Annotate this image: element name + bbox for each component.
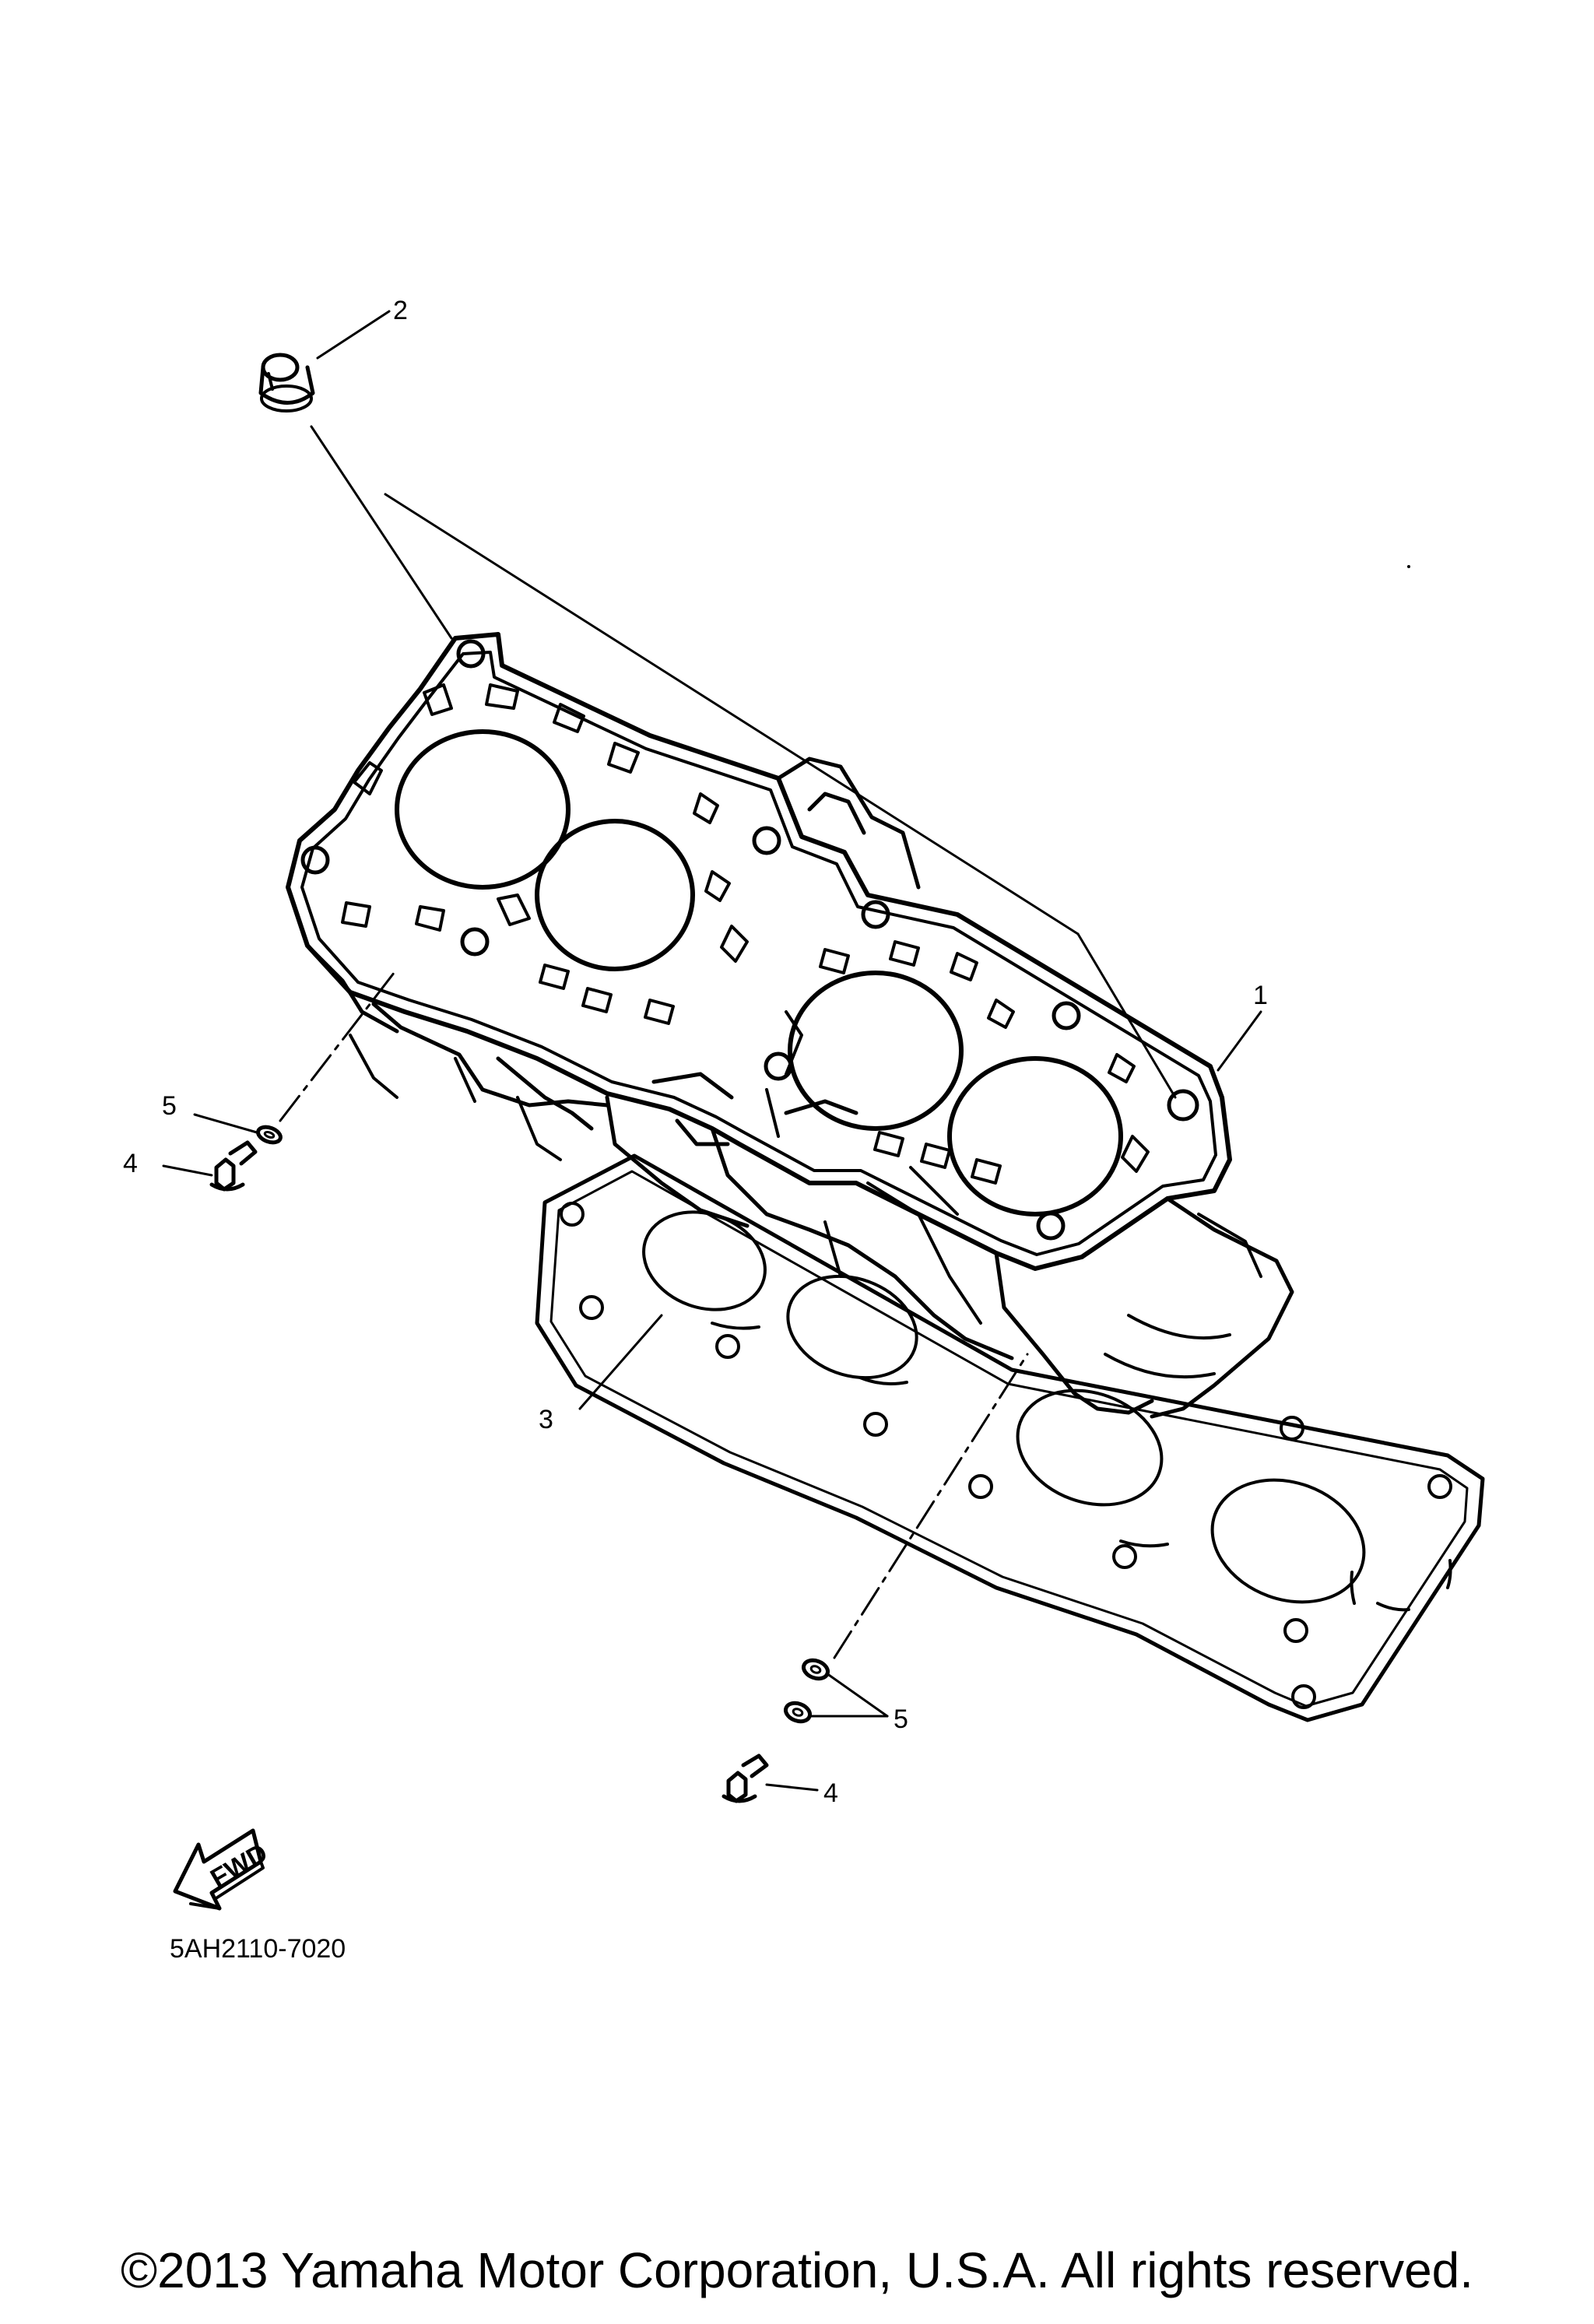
callout-5-right: 5 <box>894 1704 908 1734</box>
bolt-left <box>209 1140 258 1192</box>
fwd-arrow-icon: FWD <box>173 1828 272 1911</box>
o-ring-right-lower <box>784 1701 812 1724</box>
bolt-right <box>722 1754 769 1803</box>
cylinder-gasket <box>535 1153 1485 1722</box>
o-ring-left <box>256 1125 283 1145</box>
callout-1: 1 <box>1253 981 1268 1010</box>
leader-lines <box>162 310 1410 1792</box>
callout-3: 3 <box>539 1405 553 1434</box>
callout-4-right: 4 <box>823 1778 838 1808</box>
cylinder-block <box>286 632 1294 1419</box>
copyright-notice: ©2013 Yamaha Motor Corporation, U.S.A. A… <box>120 2242 1474 2298</box>
fwd-label: FWD <box>205 1838 272 1894</box>
o-ring-right-upper <box>802 1658 830 1681</box>
callout-2: 2 <box>393 296 408 325</box>
callout-4-left: 4 <box>123 1149 138 1178</box>
part-code: 5AH2110-7020 <box>170 1934 346 1964</box>
callout-5-left: 5 <box>162 1091 177 1121</box>
dowel-pin <box>258 353 315 412</box>
